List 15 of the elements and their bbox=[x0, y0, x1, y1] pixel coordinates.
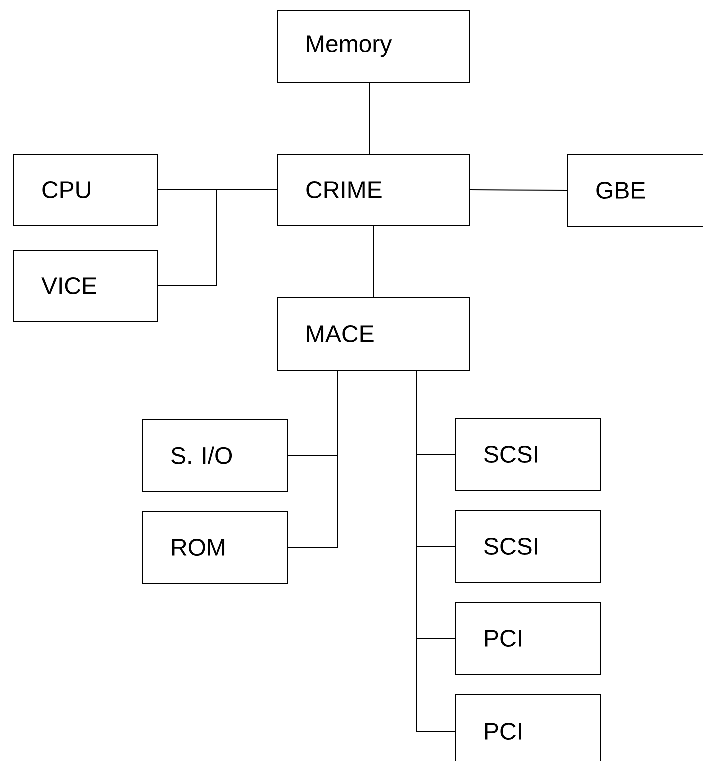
component-box: ROM bbox=[142, 511, 288, 584]
component-box: CPU bbox=[13, 154, 158, 226]
component-box: S. I/O bbox=[142, 419, 288, 492]
component-box: MACE bbox=[277, 297, 470, 371]
component-box: GBE bbox=[567, 154, 703, 227]
component-box: SCSI bbox=[455, 510, 601, 583]
component-box: PCI bbox=[455, 694, 601, 761]
component-box: PCI bbox=[455, 602, 601, 675]
component-box: VICE bbox=[13, 250, 158, 322]
component-box: CRIME bbox=[277, 154, 470, 226]
component-box: SCSI bbox=[455, 418, 601, 491]
connector-line bbox=[158, 190, 278, 286]
connector-line bbox=[288, 370, 338, 548]
component-box: Memory bbox=[277, 10, 470, 83]
connector-line bbox=[470, 190, 568, 191]
